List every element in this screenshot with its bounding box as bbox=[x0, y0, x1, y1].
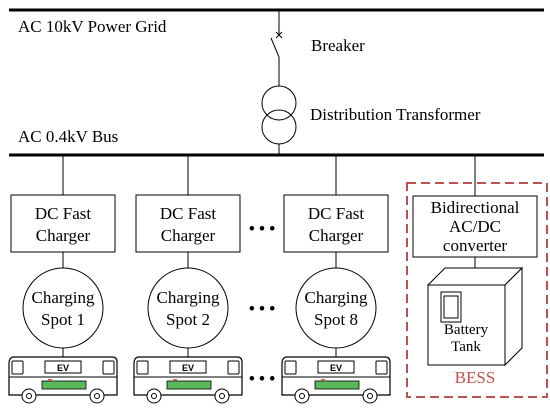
bus-front-window bbox=[284, 360, 297, 375]
electric-bus-icon: EV bbox=[281, 356, 391, 404]
bess-label: BESS bbox=[455, 368, 496, 387]
charger-label-line2: Charger bbox=[309, 226, 364, 245]
ev-label-box bbox=[44, 360, 82, 374]
bus-wheel-hub bbox=[94, 393, 100, 399]
ev-label-box bbox=[317, 360, 355, 374]
charging-spot-label-line1: Charging bbox=[32, 288, 95, 307]
converter-label-line1: Bidirectional bbox=[431, 198, 520, 217]
bus-wheel-hub bbox=[151, 393, 157, 399]
bus-wheel-hub bbox=[367, 393, 373, 399]
battery-terminal bbox=[321, 379, 325, 381]
battery-pack bbox=[314, 380, 360, 390]
transformer-label: Distribution Transformer bbox=[310, 105, 481, 124]
charger-column: DC Fast Charger Charging Spot 2 EV bbox=[133, 156, 243, 404]
bus-wheel-hub bbox=[26, 393, 32, 399]
ellipsis-vehicles: • • • bbox=[249, 369, 275, 388]
breaker-cross-mark bbox=[275, 31, 283, 39]
bus-body bbox=[8, 356, 118, 396]
charger-label-line1: DC Fast bbox=[160, 204, 216, 223]
electric-bus-icon: EV bbox=[8, 356, 118, 404]
charger-label-line1: DC Fast bbox=[35, 204, 91, 223]
battery-terminal bbox=[173, 379, 177, 381]
breaker-label: Breaker bbox=[311, 36, 365, 55]
battery-tank-label-line1: Battery bbox=[444, 322, 489, 338]
bus-wheel-hub bbox=[299, 393, 305, 399]
ev-label: EV bbox=[182, 363, 194, 373]
ev-label-box bbox=[169, 360, 207, 374]
ellipsis-spots: • • • bbox=[249, 299, 275, 318]
bus-body bbox=[281, 356, 391, 396]
charger-label-line1: DC Fast bbox=[308, 204, 364, 223]
bus-front-window bbox=[11, 360, 24, 375]
battery-pack bbox=[166, 380, 212, 390]
charging-spot-label-line2: Spot 2 bbox=[166, 310, 210, 329]
charger-column: DC Fast Charger Charging Spot 8 EV bbox=[281, 156, 391, 404]
charging-spot-circle bbox=[295, 267, 377, 349]
ellipsis-chargers: • • • bbox=[249, 219, 275, 238]
bus-rear-window bbox=[102, 360, 115, 375]
ac-bus-label: AC 0.4kV Bus bbox=[18, 127, 118, 146]
dc-fast-charger-box bbox=[283, 194, 389, 253]
battery-cabinet-icon bbox=[426, 266, 524, 367]
bess-group: Bidirectional AC/DC converter Battery Ta… bbox=[406, 156, 548, 398]
battery-pack bbox=[41, 380, 87, 390]
bus-body bbox=[133, 356, 243, 396]
cabinet-window-inner bbox=[443, 295, 459, 319]
battery-terminal bbox=[48, 379, 52, 381]
bus-rear-window bbox=[375, 360, 388, 375]
ev-label: EV bbox=[57, 363, 69, 373]
charger-column: DC Fast Charger Charging Spot 1 EV bbox=[8, 156, 118, 404]
transformer-primary-winding bbox=[261, 85, 297, 121]
battery-tank-label-line2: Tank bbox=[451, 339, 481, 355]
charging-spot-circle bbox=[147, 267, 229, 349]
charger-label-line2: Charger bbox=[36, 226, 91, 245]
cabinet-side-face bbox=[504, 266, 523, 367]
power-grid-label: AC 10kV Power Grid bbox=[18, 17, 167, 36]
charging-spot-label-line2: Spot 1 bbox=[41, 310, 85, 329]
charging-spot-circle bbox=[22, 267, 104, 349]
transformer-icon bbox=[261, 85, 297, 154]
charging-spot-label-line2: Spot 8 bbox=[314, 310, 358, 329]
charging-spot-label-line1: Charging bbox=[157, 288, 220, 307]
breaker-blade bbox=[270, 37, 280, 58]
ev-label: EV bbox=[330, 363, 342, 373]
bus-wheel-hub bbox=[219, 393, 225, 399]
bus-rear-window bbox=[227, 360, 240, 375]
electric-bus-icon: EV bbox=[133, 356, 243, 404]
converter-label-line2: AC/DC bbox=[449, 217, 501, 236]
bus-front-window bbox=[136, 360, 149, 375]
breaker-switch-icon bbox=[270, 11, 283, 86]
transformer-secondary-winding bbox=[261, 109, 297, 145]
converter-label-line3: converter bbox=[443, 236, 508, 255]
charging-spot-label-line1: Charging bbox=[305, 288, 368, 307]
charger-label-line2: Charger bbox=[161, 226, 216, 245]
bess-dashed-border bbox=[406, 182, 548, 398]
